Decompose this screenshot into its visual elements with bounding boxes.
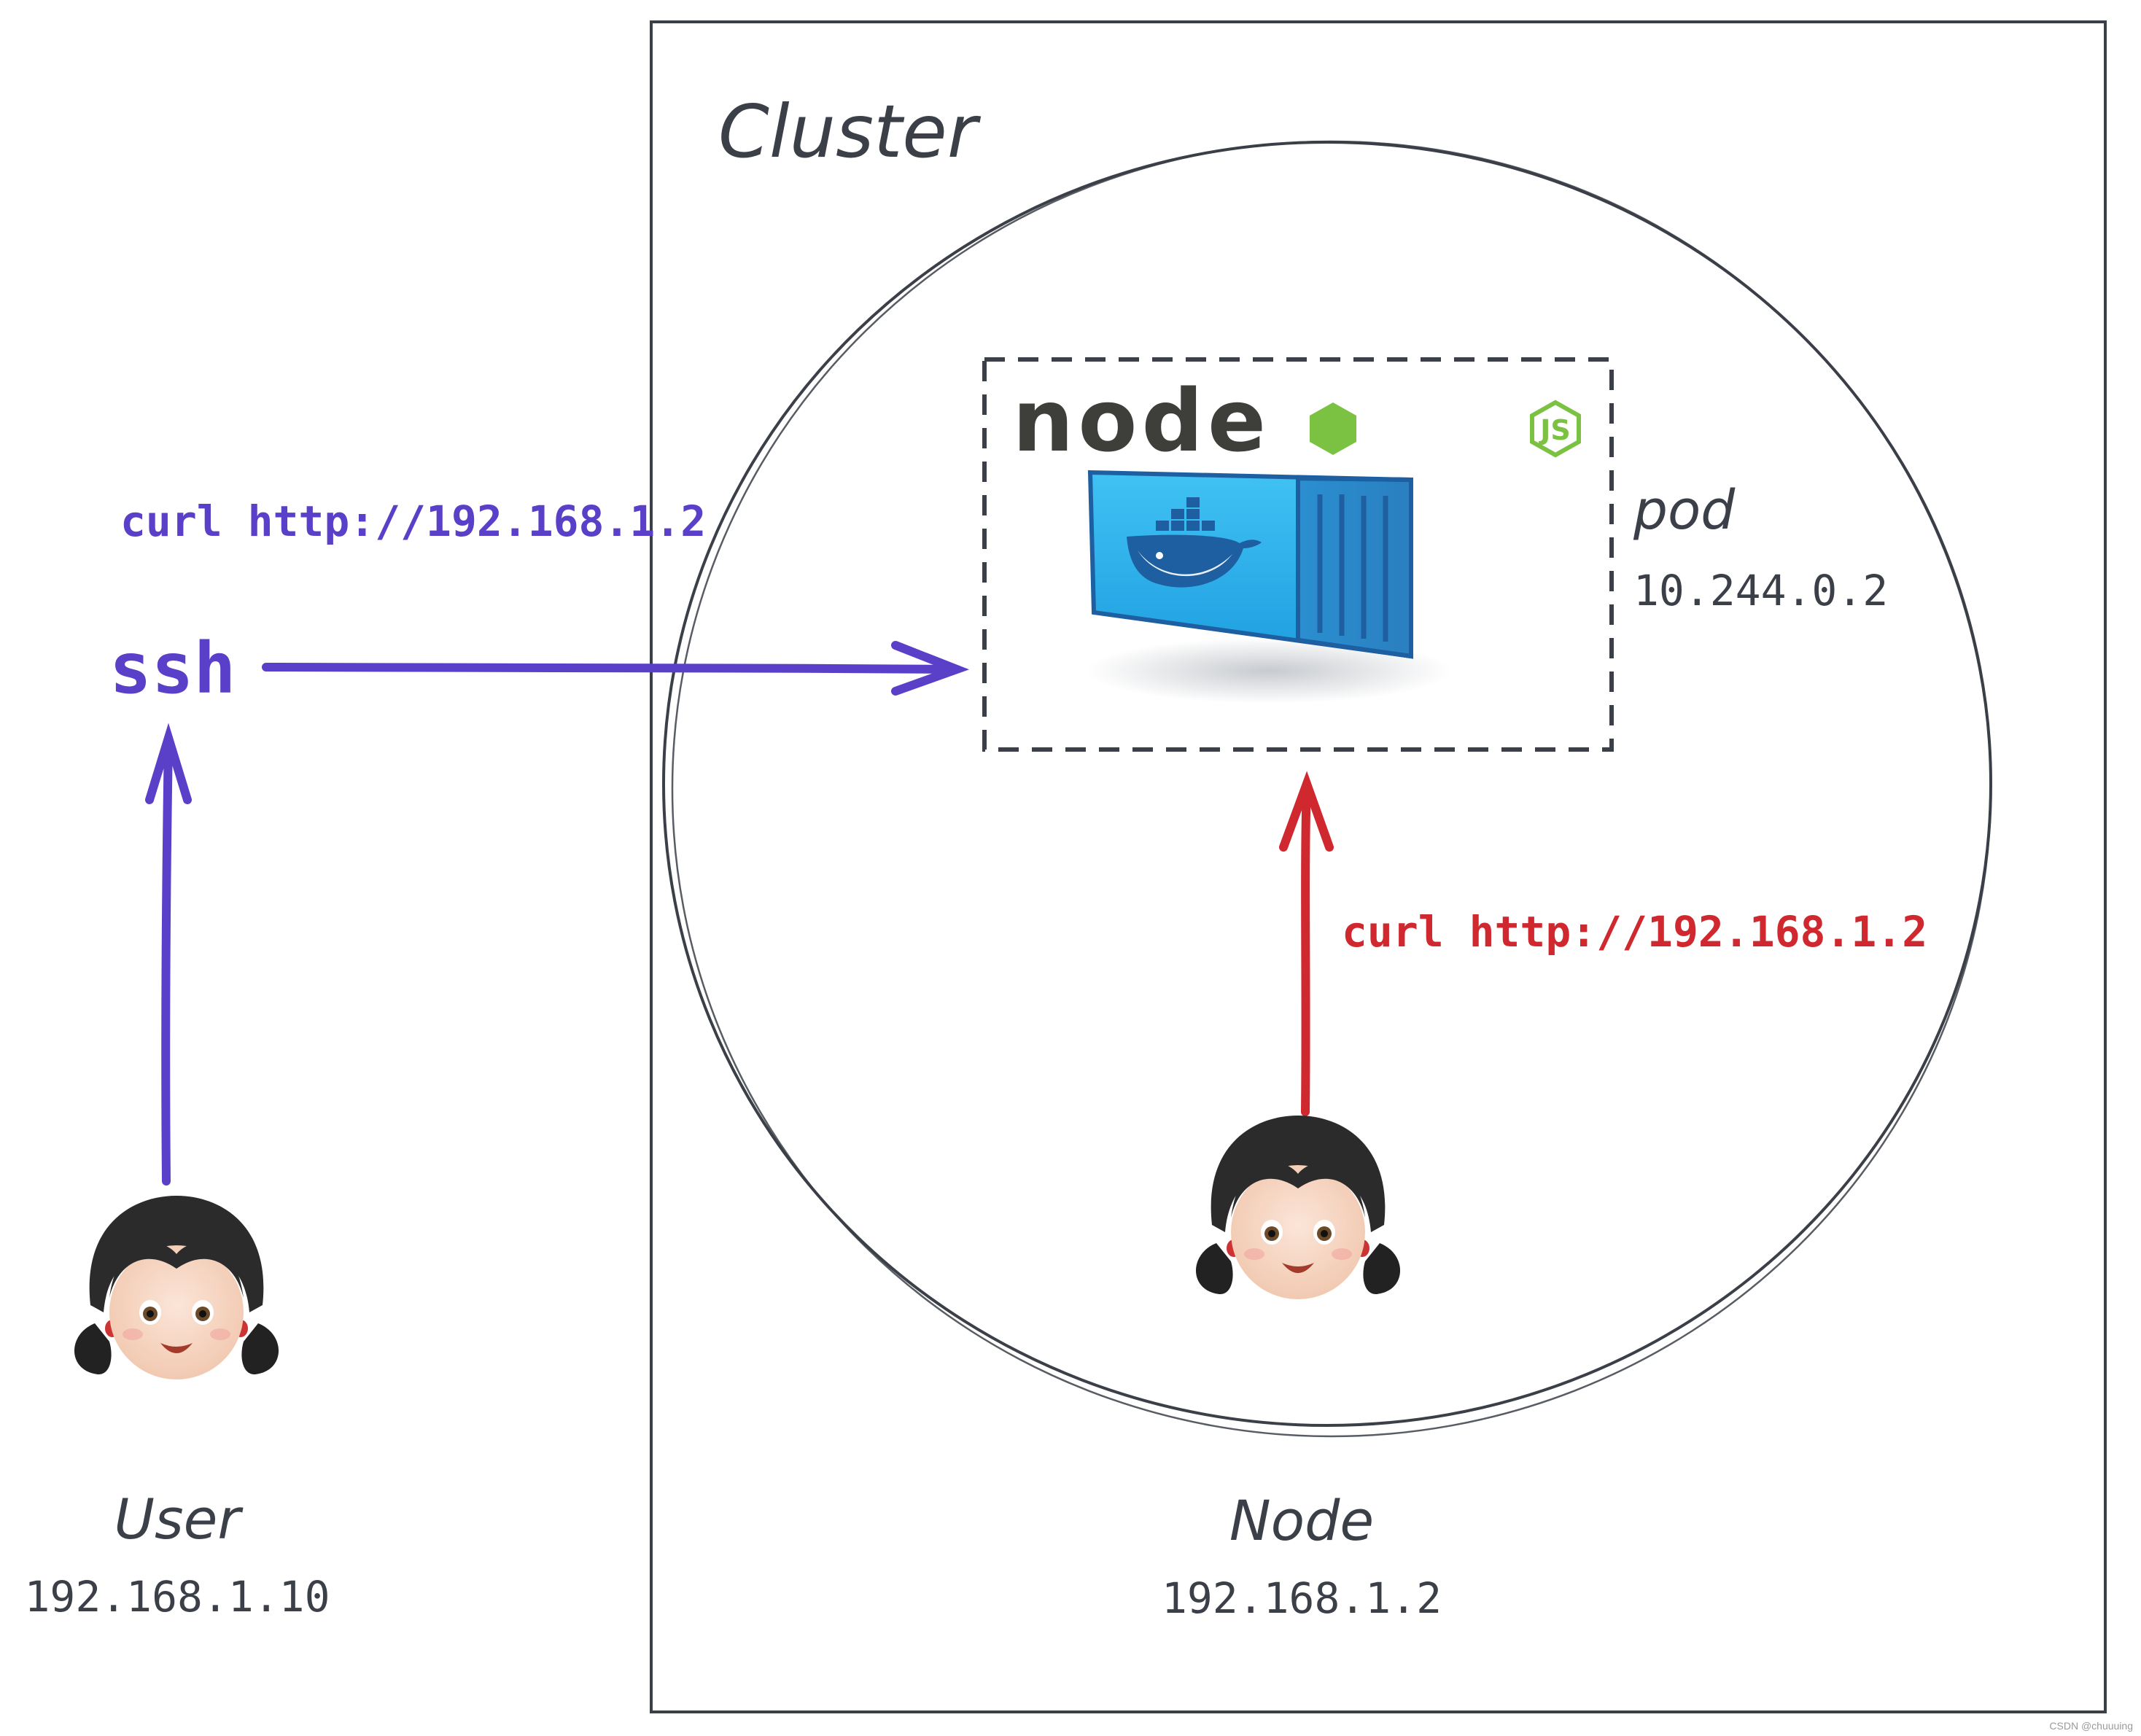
cluster-box (650, 20, 2107, 1713)
ssh-label: ssh (109, 628, 236, 709)
docker-whale-icon (1127, 497, 1262, 588)
nodejs-logo: node JS (1012, 370, 1581, 471)
user-label: User (114, 1487, 244, 1552)
nodejs-logo-text: node (1012, 370, 1270, 471)
user-avatar (74, 1196, 279, 1379)
node-up-arrow (1279, 771, 1334, 1116)
user-command: curl http://192.168.1.2 (120, 497, 706, 546)
node-boundary (662, 140, 1992, 1438)
pod-label: pod (1633, 479, 1736, 542)
user-ip: 192.168.1.10 (24, 1572, 330, 1622)
node-avatar (1195, 1116, 1401, 1299)
pod-boundary (982, 357, 1614, 752)
pod-ip: 10.244.0.2 (1633, 566, 1888, 615)
node-ip: 192.168.1.2 (1162, 1573, 1442, 1623)
node-label: Node (1229, 1488, 1374, 1553)
cluster-title: Cluster (718, 89, 982, 174)
ssh-arrow (262, 641, 970, 696)
node-command: curl http://192.168.1.2 (1342, 907, 1927, 957)
user-up-arrow (145, 723, 192, 1186)
nodejs-badge: JS (1538, 414, 1571, 446)
watermark: CSDN @chuuuing (2049, 1720, 2133, 1732)
docker-container-icon (1087, 470, 1451, 704)
